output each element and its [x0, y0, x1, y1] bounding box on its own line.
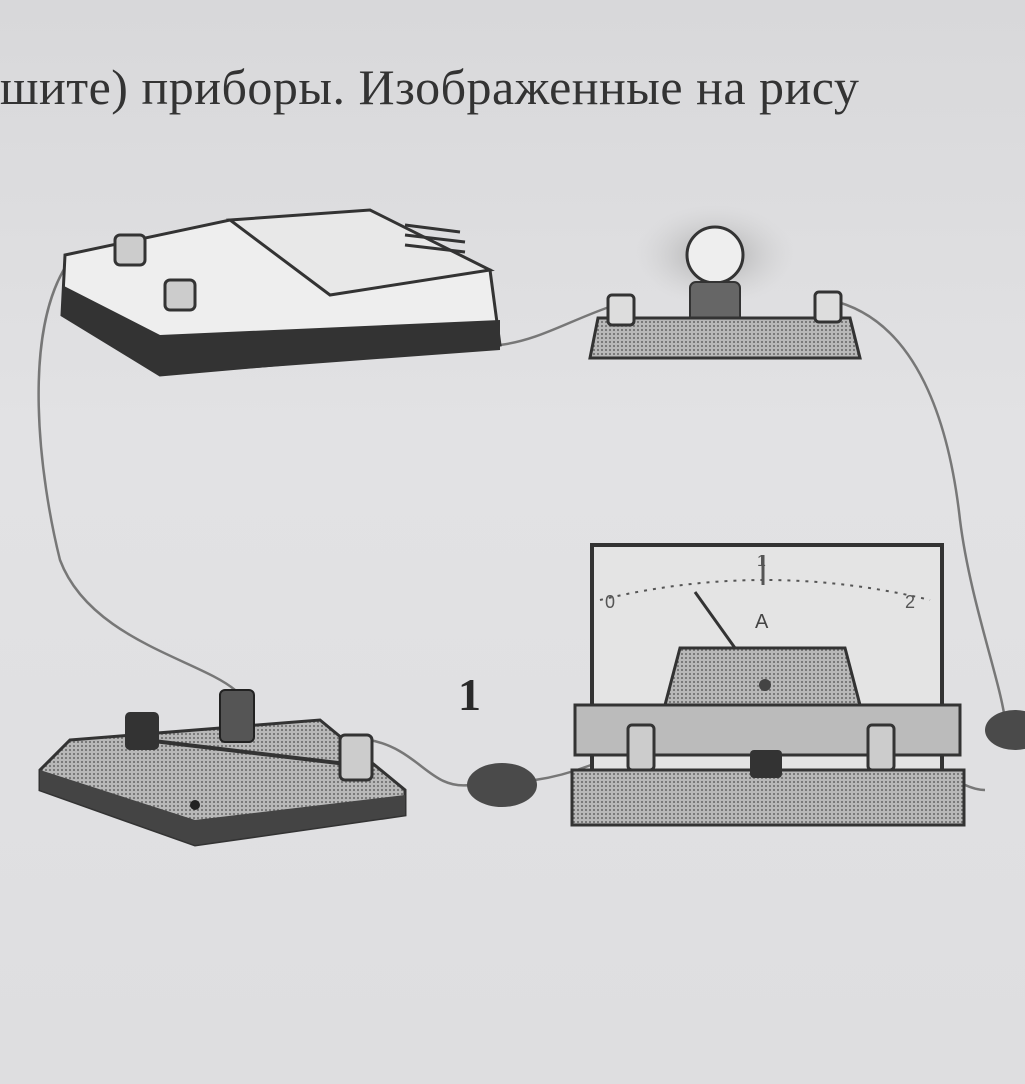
gap-label: 1	[458, 669, 481, 720]
ammeter-scale	[599, 579, 931, 601]
gap-point-1	[467, 763, 537, 807]
scale-label-0: 0	[605, 592, 615, 612]
source-terminal	[163, 278, 197, 312]
wire-switch-gap	[369, 738, 471, 787]
lamp	[588, 205, 862, 360]
ammeter: 0 1 2 A	[570, 543, 966, 827]
ammeter-needle	[693, 591, 737, 649]
caption-text: шите) приборы. Изображенные на рису	[0, 59, 860, 115]
power-source	[60, 208, 502, 377]
wire-source-switch	[37, 259, 236, 691]
gap-point-right	[985, 710, 1025, 750]
switch	[38, 689, 407, 847]
source-terminal	[113, 233, 147, 267]
wire-lamp-right	[829, 298, 1007, 721]
scale-label-1: 1	[757, 553, 766, 570]
scale-label-2: 2	[905, 592, 915, 612]
ammeter-symbol: A	[755, 611, 769, 633]
wire-source-lamp	[499, 303, 616, 347]
bulb-icon	[685, 225, 745, 285]
